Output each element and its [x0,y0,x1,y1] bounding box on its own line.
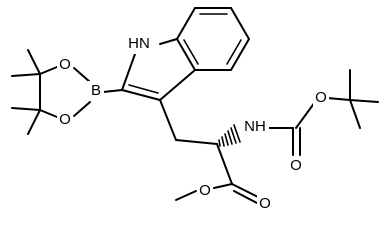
atom-labels: HN B O O NH O O O O [57,34,329,214]
pinacol-boronate [11,49,123,135]
atom-label-nh-amide: NH [244,118,266,135]
boc-carbamate [264,69,379,156]
indole-benzene-ring [176,7,250,71]
atom-label-nh-indole: HN [128,35,150,52]
methyl-ester [175,183,259,204]
atom-label-oxygen-ester-carbonyl: O [259,195,271,212]
atom-label-oxygen-carbamate-carbonyl: O [290,157,302,174]
indole-pyrrole-ring [121,38,196,101]
atom-label-oxygen-ester-ether: O [199,182,211,199]
atom-label-oxygen-carbamate-ether: O [315,89,327,106]
atom-label-boron: B [91,82,101,99]
chemical-structure-diagram: HN B O O NH O O O O [11,7,379,214]
atom-label-oxygen-lower-ring: O [59,111,71,128]
atom-label-oxygen-upper-ring: O [59,56,71,73]
amino-acid-backbone [159,99,241,185]
